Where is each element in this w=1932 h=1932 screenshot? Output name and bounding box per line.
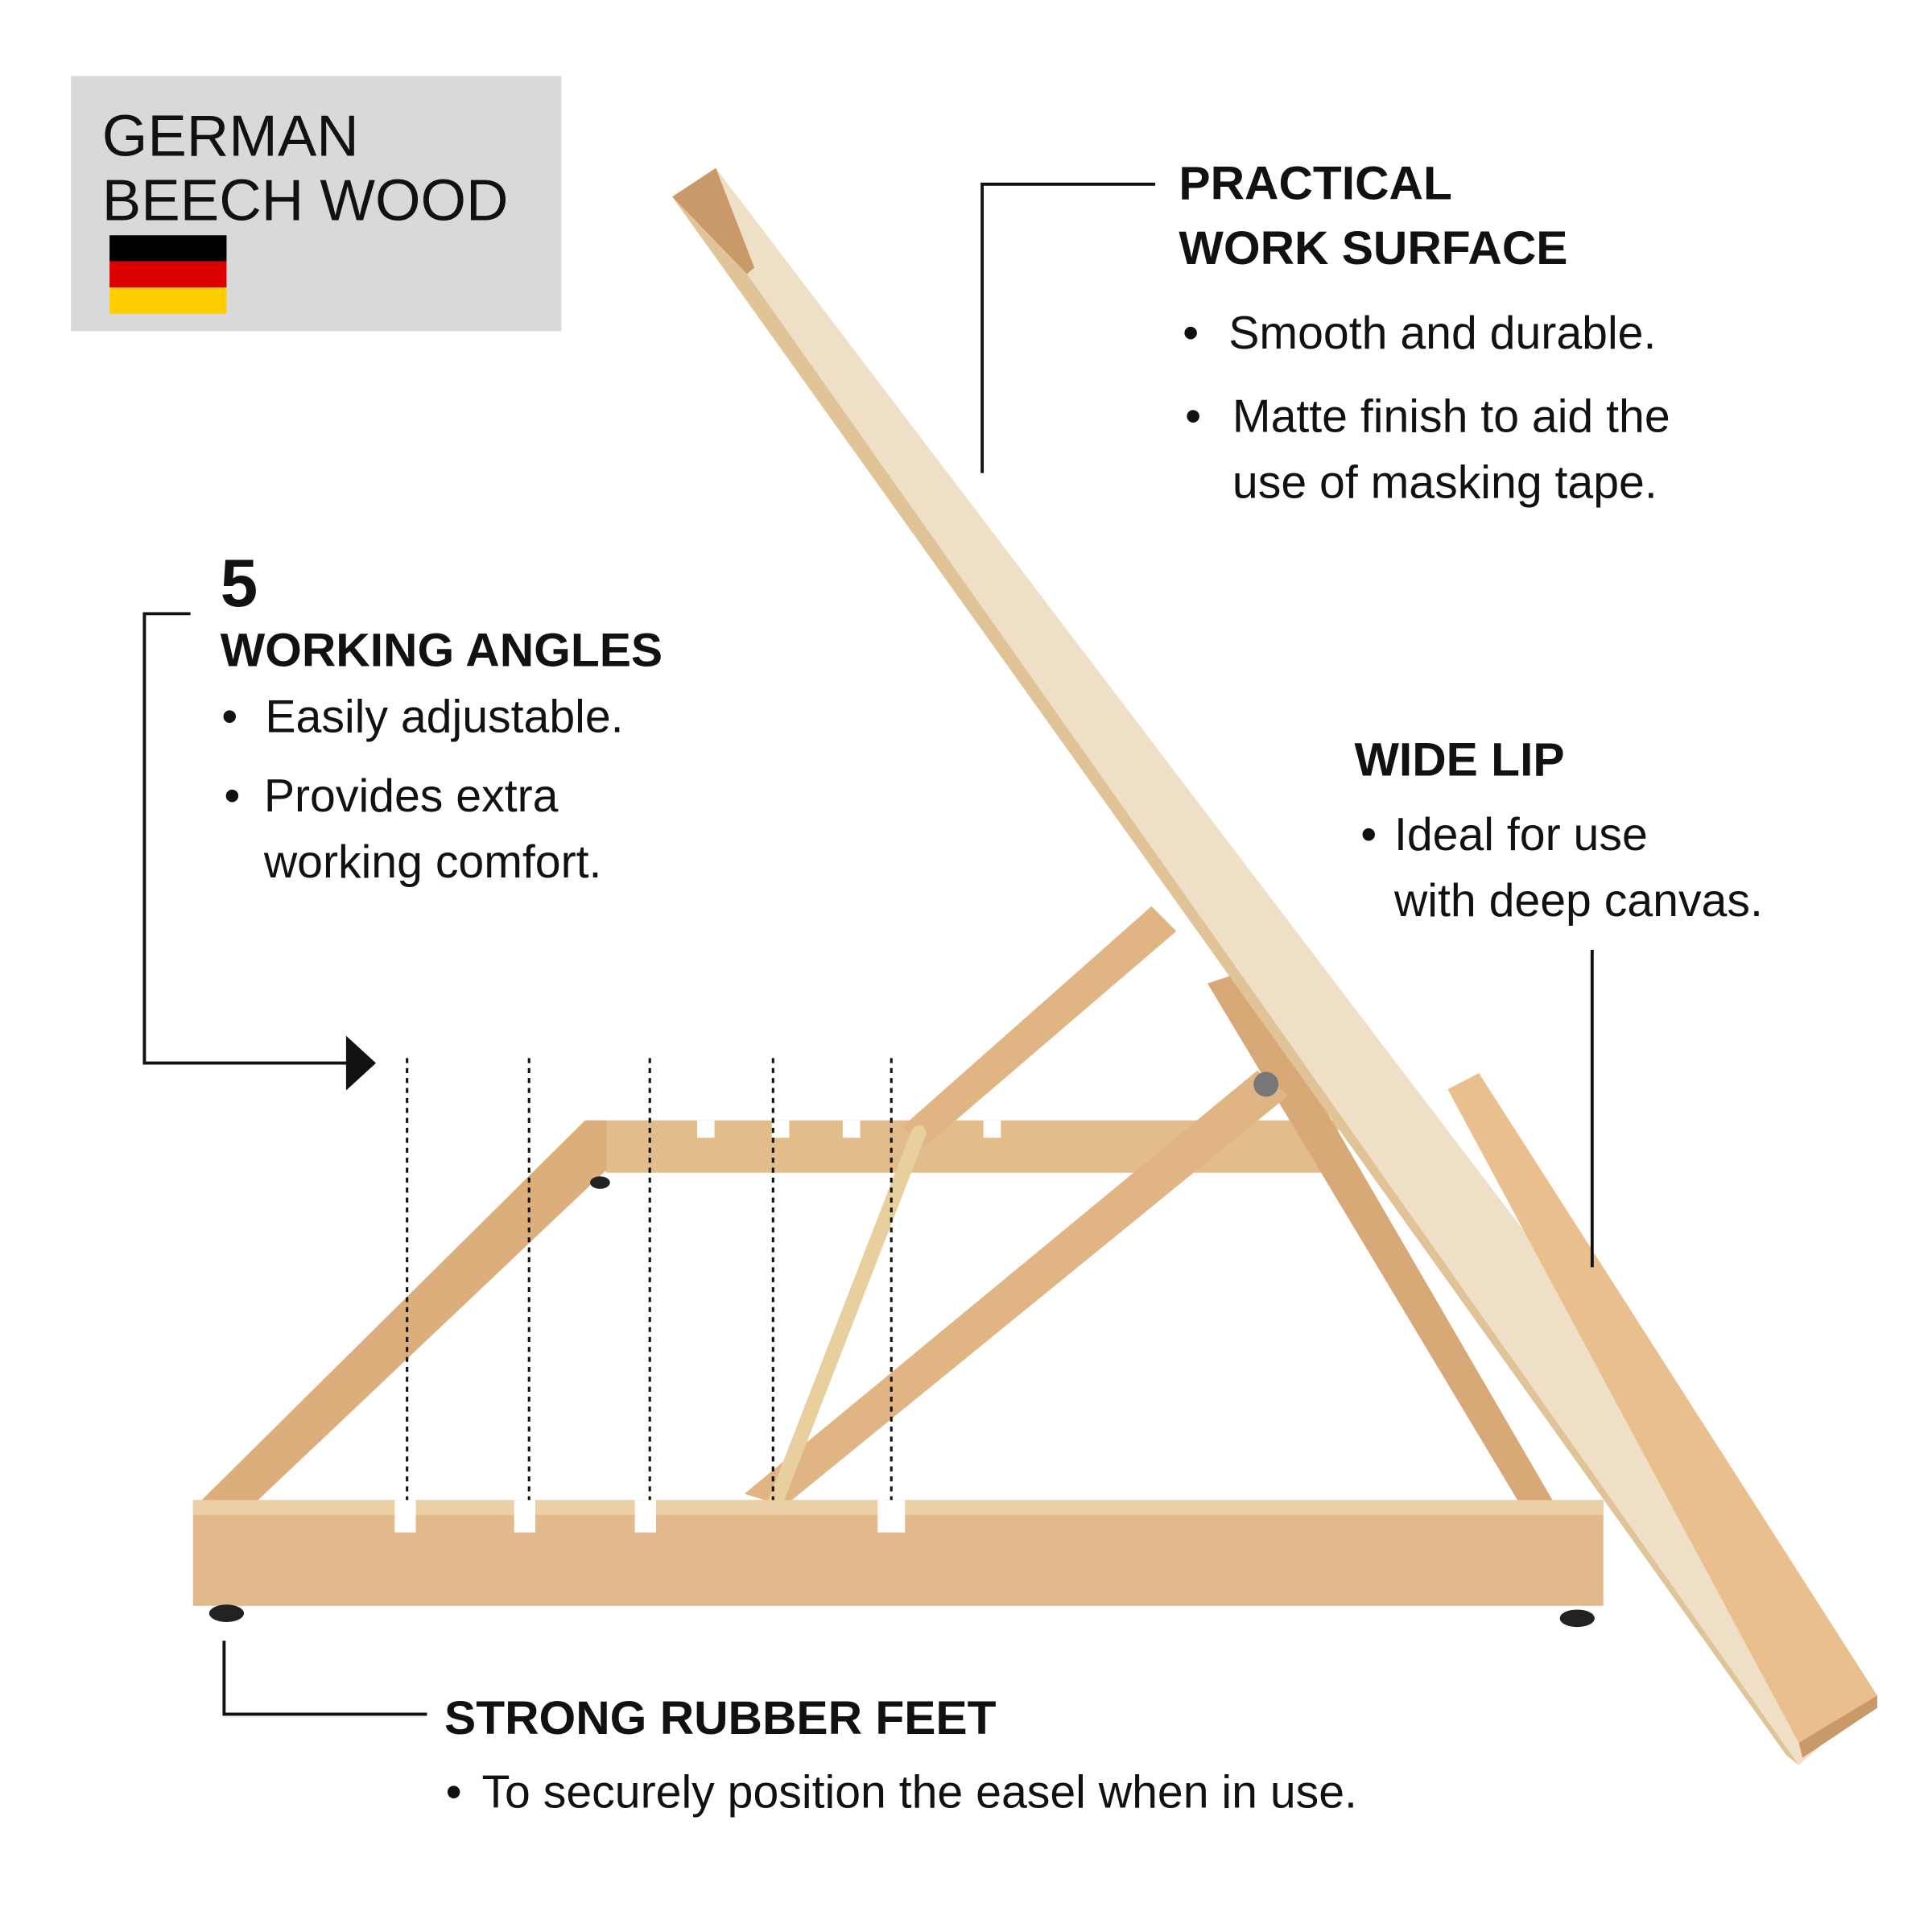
- bullet-icon: •: [224, 770, 240, 822]
- feet-title: STRONG RUBBER FEET: [444, 1692, 997, 1744]
- material-badge: GERMAN BEECH WOOD: [71, 76, 562, 332]
- wing-nut: [1253, 1071, 1279, 1097]
- angles-bullet: Provides extra: [264, 770, 559, 822]
- angles-number: 5: [221, 545, 258, 621]
- work-surface-bullet: Smooth and durable.: [1228, 308, 1656, 359]
- callout-rubber-feet: STRONG RUBBER FEET • To securely positio…: [222, 1641, 1357, 1818]
- work-surface-bullet-cont: use of masking tape.: [1232, 457, 1657, 509]
- wide-lip-bullet: Ideal for use: [1394, 809, 1648, 861]
- wide-lip: [1447, 1072, 1877, 1743]
- feet-bullet: To securely position the easel when in u…: [481, 1766, 1357, 1818]
- bullet-icon: •: [1183, 308, 1199, 359]
- work-surface-board: [672, 167, 1877, 1765]
- easel-illustration: [192, 167, 1877, 1765]
- bullet-icon: •: [221, 691, 237, 742]
- arrow-right-icon: [345, 1035, 377, 1091]
- rubber-foot: [208, 1604, 245, 1622]
- badge-line2: BEECH WOOD: [102, 168, 509, 233]
- callout-line: [222, 1641, 427, 1716]
- bullet-icon: •: [1185, 391, 1201, 443]
- callout-wide-lip: WIDE LIP • Ideal for use with deep canva…: [1354, 733, 1763, 1268]
- work-surface-title-1: PRACTICAL: [1179, 157, 1451, 209]
- rubber-foot: [589, 1176, 610, 1189]
- german-flag-icon: [109, 235, 227, 314]
- angles-bullet: Easily adjustable.: [265, 691, 623, 742]
- angles-title: WORKING ANGLES: [221, 624, 663, 676]
- work-surface-bullet: Matte finish to aid the: [1232, 391, 1670, 443]
- bullet-icon: •: [446, 1766, 462, 1818]
- rubber-foot: [1559, 1609, 1595, 1628]
- callout-work-surface: PRACTICAL WORK SURFACE • Smooth and dura…: [980, 157, 1670, 509]
- callout-line: [980, 182, 1156, 473]
- callout-working-angles: 5 WORKING ANGLES • Easily adjustable. • …: [142, 545, 893, 1501]
- wide-lip-bullet-cont: with deep canvas.: [1393, 875, 1763, 927]
- bullet-icon: •: [1360, 809, 1377, 861]
- work-surface-title-2: WORK SURFACE: [1179, 222, 1567, 275]
- angles-bullet-cont: working comfort.: [263, 836, 602, 888]
- callout-line: [142, 612, 349, 1065]
- badge-line1: GERMAN: [102, 103, 359, 168]
- wide-lip-title: WIDE LIP: [1354, 733, 1564, 786]
